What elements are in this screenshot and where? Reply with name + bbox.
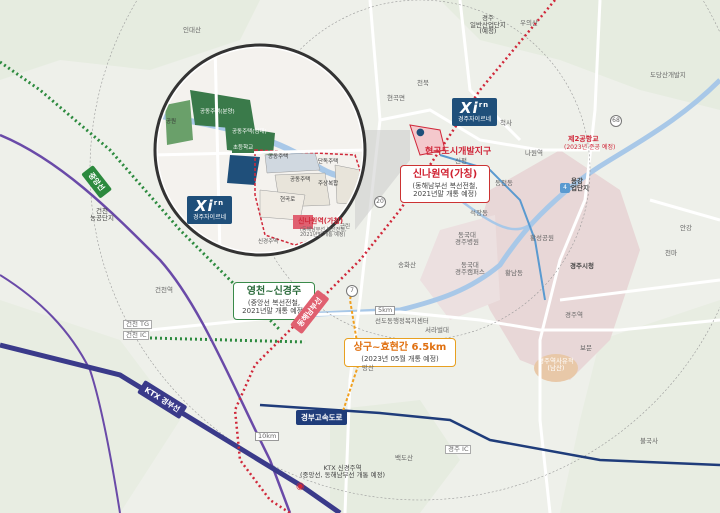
callout-jeongok-line1: (2023년 준공 예정) (564, 144, 616, 151)
inset-mix2: 주상복합 (318, 181, 339, 187)
label-bomun: 보문 (580, 344, 592, 352)
inset-apt: 공동주택 (290, 177, 311, 183)
label-cheoksa: 척사 (500, 119, 512, 127)
dist-5km: 5km (375, 306, 396, 315)
callout-sinna: 신나원역(가칭) (동해남부선 복선전철, 2021년말 개통 예정) (400, 165, 490, 203)
dist-10km: 10km (255, 432, 280, 441)
label-geoncheon-st: 건천역 (155, 286, 173, 294)
label-yonggang: 용강 산업단지 (565, 177, 589, 192)
label-mountain-1: 인대산 (183, 26, 201, 34)
label-seorak: 서라벌대 (425, 326, 449, 334)
label-hyeongok: 현곡면 (387, 94, 405, 102)
label-dongguk2: 동국대 경주캠퍼스 (455, 261, 485, 276)
inset-station: 신나원역(가칭) (298, 217, 344, 225)
inset-station-sub: (동해남부선 복선전철, 2021년말 개통 예정) (300, 227, 347, 238)
label-hwangseong: 황성공원 (530, 234, 554, 242)
inset-label-c: 공원 (166, 119, 177, 125)
purple-rail-1 (0, 133, 292, 513)
brand-badge-inset: Xirn 경주자이르네 (187, 196, 233, 225)
city-area (470, 150, 640, 380)
label-gyeongju-ic: 경주 IC (445, 445, 472, 454)
road-4: 4 (560, 183, 570, 193)
label-jangja: 도당산개발지 (650, 71, 686, 79)
gyeongbu-highway (259, 403, 720, 467)
road-68: 68 (610, 115, 622, 127)
inset-school: 초등학교 (232, 145, 255, 153)
orange-road (339, 289, 362, 421)
label-nana-st: 나원역 (525, 149, 543, 157)
callout-sangu-title: 상구~효현간 6.5km (353, 342, 447, 353)
brand-logo: Xirn (194, 197, 225, 215)
label-byeongsan: 백도산 (395, 454, 413, 462)
brand-tagline: 경주자이르네 (193, 214, 227, 221)
inset-label-b: 공동주택(임대) (232, 129, 267, 135)
brand-tagline-main: 경주자이르네 (458, 116, 492, 123)
road-20: 20 (374, 196, 386, 208)
road-7: 7 (346, 285, 358, 297)
label-jigok: 불국사 (640, 437, 658, 445)
brand-logo-main: Xirn (459, 99, 490, 117)
location-pin-icon: ● (416, 127, 425, 138)
inset-road: 현곡로 (280, 197, 296, 203)
callout-sinna-title: 신나원역(가칭) (412, 169, 478, 180)
callout-yeongcheon: 영천~신경주 (중앙선 복선전철, 2021년말 개통 예정) (233, 282, 315, 320)
callout-sangu-line1: (2023년 05월 개통 예정) (361, 354, 439, 363)
label-sinchon: 신평 (455, 157, 467, 165)
callout-yeongcheon-line2: 2021년말 개통 예정) (242, 307, 306, 316)
label-gyeongju-st: 경주역 (565, 311, 583, 319)
ktx-line (0, 342, 342, 513)
label-geoncheon-tg: 건천 TG (123, 320, 153, 329)
label-ktx-st: KTX 신경주역 (중앙선, 동해남부선 개통 예정) (300, 464, 386, 479)
label-dangsan: 송화산 (398, 261, 416, 269)
label-mountain-2: 우의산 (520, 19, 538, 27)
river (299, 78, 720, 318)
district-area (409, 124, 446, 156)
label-hwangnam: 황남동 (505, 269, 523, 277)
callout-jeongok-title: 제2공항교 (568, 135, 599, 143)
district-label: 현곡도시개발지구 (425, 147, 492, 157)
brand-badge-main: Xirn 경주자이르네 (452, 98, 498, 127)
inset-label-d: 신경주역 (258, 239, 279, 245)
inset-single: 단독주택 (318, 159, 339, 165)
label-sinsan: 선도동행정복지센터 (375, 317, 429, 325)
label-anseong: 안강 (680, 224, 692, 232)
callout-yeongcheon-title: 영천~신경주 (246, 286, 302, 297)
label-mangsan: 망산 (362, 364, 374, 372)
label-city-hall: 경주시청 (570, 262, 594, 270)
ktx-station-icon: ◉ (296, 481, 305, 492)
label-seokjang: 석장동 (470, 209, 488, 217)
label-dongcheon: 동천동 (495, 179, 513, 187)
historic-park (534, 354, 578, 382)
callout-yeongcheon-line1: (중앙선 복선전철, (247, 298, 301, 307)
inset-label-a: 공동주택(분양) (200, 109, 235, 115)
label-geoncheon-ind: 건천 농공단지 (90, 207, 114, 222)
tag-gyeongbu: 경부고속도로 (296, 410, 348, 425)
callout-sinna-line2: 2021년말 개통 예정) (413, 190, 477, 199)
callout-sangu: 상구~효현간 6.5km (2023년 05월 개통 예정) (344, 338, 456, 368)
label-geoncheon-ic: 건천 IC (123, 331, 150, 340)
label-cheonma: 천마 (665, 249, 677, 257)
roads (149, 0, 720, 513)
inset-label-e: 근린 (340, 224, 351, 230)
label-dongguk: 동국대 경주병원 (455, 231, 479, 246)
inset-mix: 공동주택 (268, 154, 289, 160)
callout-sinna-line1: (동해남부선 복선전철, (412, 181, 478, 190)
label-historic: 경주역사유적 (남산) (538, 357, 574, 372)
label-cheongpung: 천북 (417, 79, 429, 87)
